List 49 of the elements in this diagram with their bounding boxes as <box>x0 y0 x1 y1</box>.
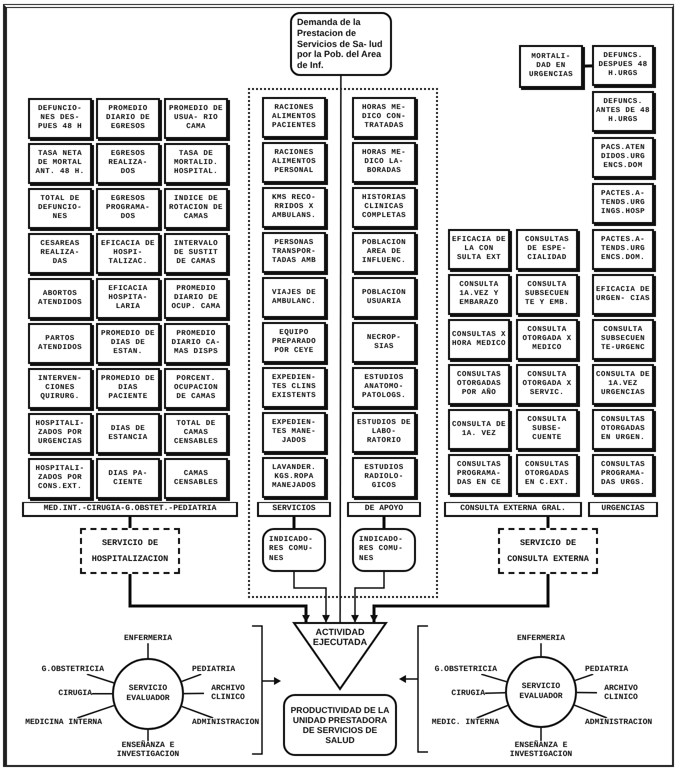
activity-triangle: ACTIVIDAD EJECUTADA <box>293 622 387 690</box>
connector-line <box>86 673 114 684</box>
connector-line <box>476 704 508 719</box>
connector-line <box>339 76 342 622</box>
connector-line <box>540 643 542 656</box>
dotted-group-frame <box>248 88 438 598</box>
evaluator-circle: SERVICIO EVALUADOR <box>505 656 577 728</box>
category-bar: CONSULTA EXTERNA GRAL. <box>444 502 582 517</box>
connector-line <box>292 517 296 528</box>
department-label: PEDIATRIA <box>192 665 236 674</box>
service-box: SERVICIO DE CONSULTA EXTERNA <box>498 528 598 574</box>
category-bar: DE APOYO <box>347 502 421 517</box>
category-bar: SERVICIOS <box>257 502 331 517</box>
arrow <box>128 574 310 623</box>
connector-line <box>576 692 598 694</box>
connector-line <box>382 517 386 528</box>
connector-line <box>182 706 214 719</box>
connector-line <box>484 692 506 694</box>
arrow <box>293 572 330 623</box>
connector-line <box>76 704 114 719</box>
connector-line <box>147 730 149 741</box>
arrow <box>351 572 385 623</box>
department-label: ADMINISTRACION <box>192 718 260 728</box>
connector-line <box>546 517 550 528</box>
connector-line <box>128 517 132 528</box>
productivity-box: PRODUCTIVIDAD DE LA UNIDAD PRESTADORA DE SERVICIOS DE SALUD <box>283 694 397 756</box>
connector-line <box>480 673 507 682</box>
department-label: MEDIC. INTERNA <box>432 718 499 728</box>
department-label: ADMINISTRACION <box>585 718 652 728</box>
connector-line <box>147 643 149 658</box>
category-bar: MED.INT.-CIRUGIA-G.OBSTET.-PEDIATRIA <box>22 502 238 517</box>
department-label: CIRUGIA <box>58 689 92 698</box>
department-label: G.OBSTETRICIA <box>42 665 104 674</box>
connector-line <box>540 728 542 741</box>
connector-line <box>184 692 204 694</box>
evaluator-circle: SERVICIO EVALUADOR <box>112 658 184 730</box>
department-label: PEDIATRIA <box>585 665 628 674</box>
connector-line <box>181 674 202 682</box>
connector-line <box>574 704 608 719</box>
connector-line <box>574 674 594 682</box>
department-label: CIRUGIA <box>451 689 485 698</box>
department-label: MEDICINA INTERNA <box>25 718 102 728</box>
connector-line <box>582 64 592 68</box>
demand-box: Demanda de la Prestacion de Servicios de Sa- lud por la Pob. del Area de Inf. <box>290 12 392 76</box>
connector-line <box>92 692 112 695</box>
service-box: SERVICIO DE HOSPITALIZACION <box>80 528 180 574</box>
arrow <box>370 574 550 623</box>
department-label: G.OBSTETRICIA <box>434 665 497 674</box>
category-bar: URGENCIAS <box>588 502 658 517</box>
